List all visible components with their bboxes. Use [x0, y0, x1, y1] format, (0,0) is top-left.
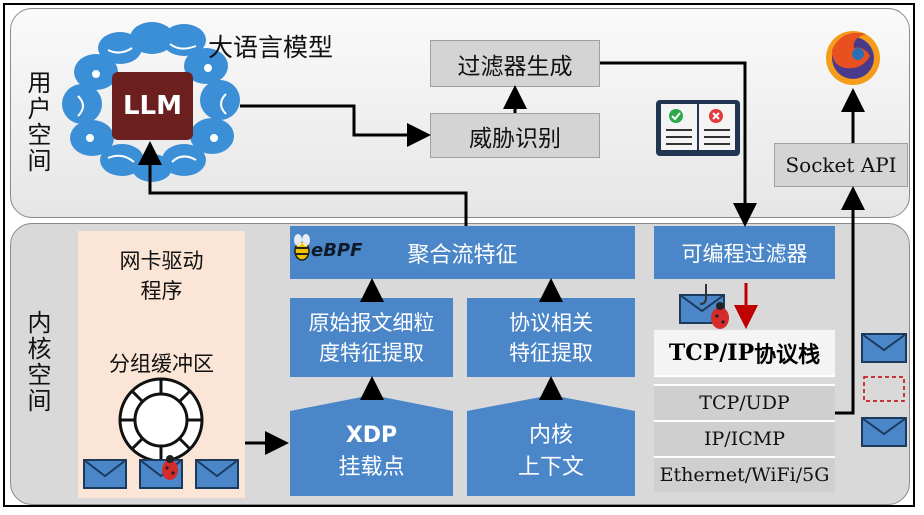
- stack-title-rest: 协议栈: [754, 341, 821, 368]
- dropped-packet-slot: [863, 376, 905, 402]
- kernel-context-label: 内核 上下文: [467, 420, 635, 484]
- protocol-feature-box: 协议相关 特征提取: [467, 298, 635, 377]
- raw-packet-feature-box: 原始报文细粒 度特征提取: [290, 298, 453, 377]
- stack-layer-network: IP/ICMP: [654, 420, 835, 456]
- kernel-context-shape: [467, 395, 635, 496]
- programmable-filter-label: 可编程过滤器: [681, 241, 808, 266]
- raw-feature-line1: 原始报文细粒: [308, 310, 435, 335]
- xdp-hook-label: XDP 挂载点: [290, 420, 453, 484]
- nic-title-line1: 网卡驱动: [119, 249, 204, 273]
- envelope-icon: [861, 417, 907, 447]
- envelope-icon: [83, 459, 127, 489]
- arrow-stack-to-socket: [835, 186, 865, 415]
- bug-icon: [162, 455, 178, 480]
- envelope-icon: [861, 333, 907, 363]
- llm-title: 大语言模型: [208, 33, 334, 62]
- user-space-label: 用户空间: [23, 70, 51, 174]
- protocol-feature-line1: 协议相关: [509, 310, 593, 335]
- mount-point-label: 挂载点: [338, 455, 405, 480]
- socket-api-box: Socket API: [774, 143, 908, 187]
- llm-chip-label: LLM: [122, 91, 182, 121]
- xdp-label: XDP: [345, 423, 398, 448]
- protocol-feature-line2: 特征提取: [509, 340, 593, 365]
- threat-identification-box: 威胁识别: [430, 113, 600, 158]
- ebpf-logo-label: eBPF: [311, 240, 363, 261]
- kernel-space-label: 内核空间: [23, 310, 51, 414]
- nic-title-line2: 程序: [140, 279, 183, 303]
- stack-title-bold: TCP/IP: [668, 339, 755, 366]
- aggregate-flow-features-label: 聚合流特征: [407, 242, 518, 268]
- context-label: 上下文: [517, 455, 584, 480]
- envelope-icon: [195, 459, 239, 489]
- raw-feature-line2: 度特征提取: [319, 340, 424, 365]
- arrow-filtergen-to-filter: [600, 61, 757, 227]
- tcpip-stack: TCP/IP 协议栈 TCP/UDP IP/ICMP Ethernet/WiFi…: [654, 330, 835, 492]
- stack-layer-link: Ethernet/WiFi/5G: [654, 456, 835, 492]
- xdp-hook-shape: [290, 395, 453, 496]
- filter-generation-box: 过滤器生成: [430, 40, 600, 87]
- stack-layer-transport: TCP/UDP: [654, 384, 835, 420]
- arrow-aggregate-to-llm: [138, 141, 468, 226]
- outer-frame: [3, 3, 915, 507]
- kernel-label: 内核: [528, 423, 573, 448]
- programmable-filter-box: 可编程过滤器: [654, 226, 835, 279]
- packet-buffer-label: 分组缓冲区: [109, 352, 214, 376]
- arrow-llm-to-threat: [240, 104, 431, 147]
- stack-title: TCP/IP 协议栈: [654, 330, 835, 377]
- aggregate-flow-features-box: 聚合流特征: [290, 226, 635, 279]
